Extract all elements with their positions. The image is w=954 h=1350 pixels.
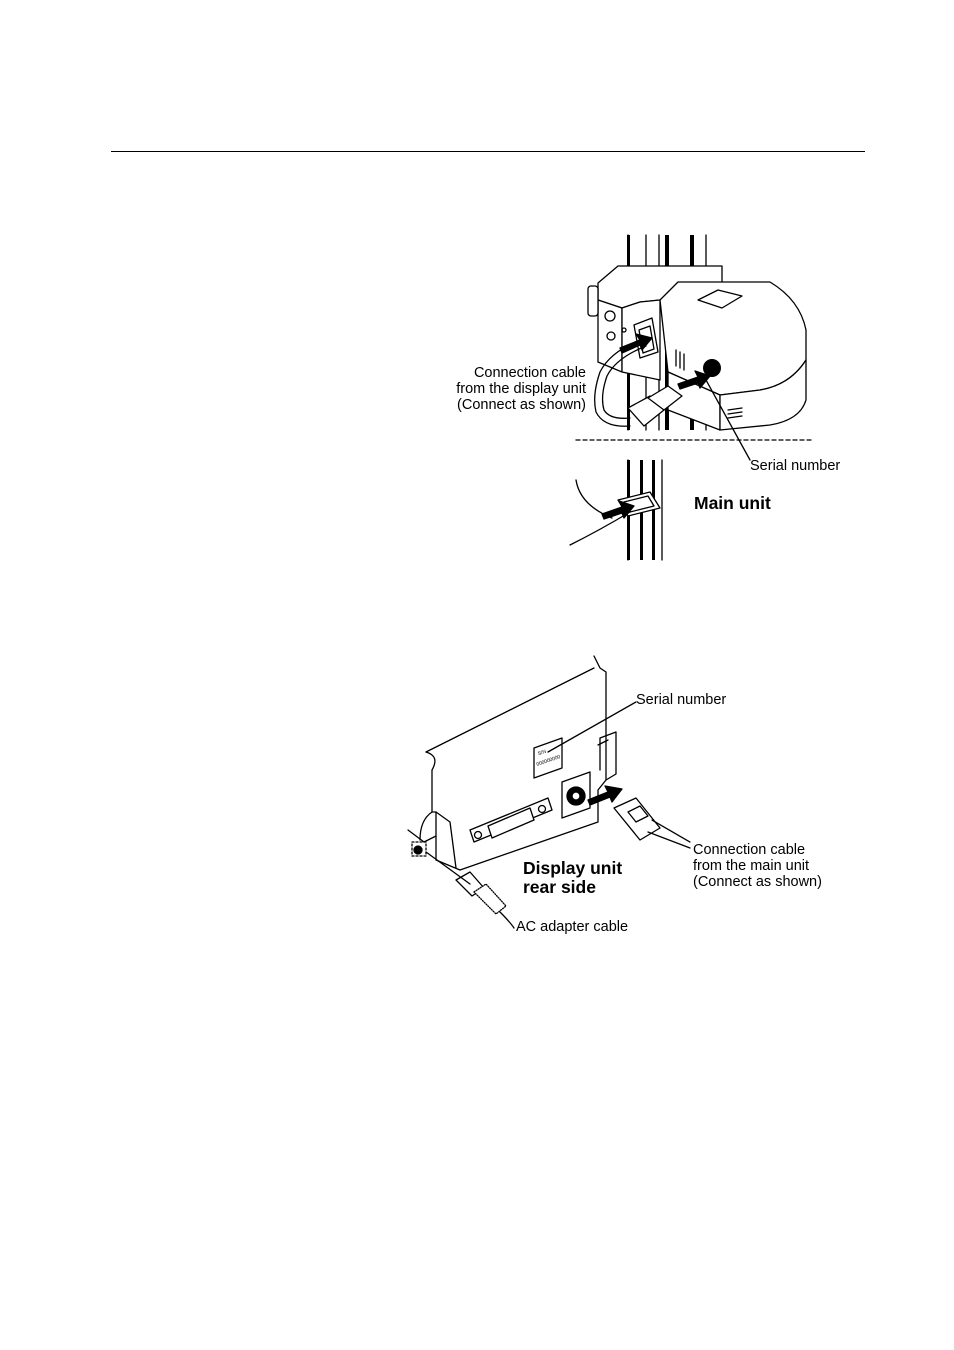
adapter-leader	[426, 852, 470, 884]
display-cabinet	[408, 656, 616, 870]
display-insert-arrow	[588, 786, 622, 805]
fig2-cable-label-line2: from the main unit	[693, 858, 809, 875]
adapter-cable	[500, 912, 514, 928]
dsub-connector	[470, 798, 552, 842]
round-connector-port	[562, 772, 590, 818]
ac-adapter-plug	[456, 872, 506, 914]
fig2-unit-label-line2: rear side	[523, 878, 596, 897]
fig2-serial-leader	[548, 702, 636, 752]
display-cable-plug	[614, 798, 690, 848]
fig2-cable-label-line1: Connection cable	[693, 842, 805, 859]
fig2-serial-label: Serial number	[636, 692, 726, 709]
fig2-unit-label-line1: Display unit	[523, 859, 622, 878]
fig2-adapter-label: AC adapter cable	[516, 919, 628, 936]
power-jack	[412, 842, 426, 856]
fig2-cable-label-line3: (Connect as shown)	[693, 874, 822, 891]
